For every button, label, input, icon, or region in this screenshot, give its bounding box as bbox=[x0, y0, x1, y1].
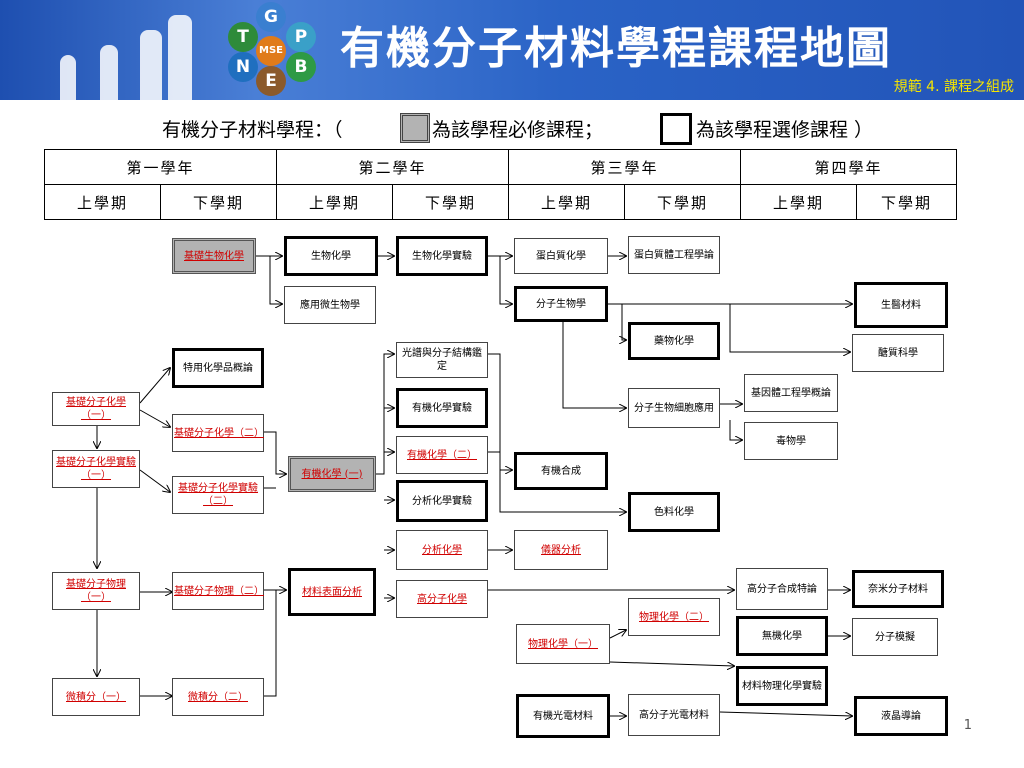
course-box: 蛋白質體工程學論 bbox=[628, 236, 720, 274]
course-box: 高分子光電材料 bbox=[628, 694, 720, 736]
program-logo: G T P MSE N B E bbox=[222, 2, 322, 98]
course-box: 微積分（一） bbox=[52, 678, 140, 716]
course-box: 基礎分子化學實驗（一） bbox=[52, 450, 140, 488]
course-box: 特用化學品概論 bbox=[172, 348, 264, 388]
course-box: 基礎生物化學 bbox=[172, 238, 256, 274]
course-box: 分子生物細胞應用 bbox=[628, 388, 720, 428]
legend-required-label: 為該學程必修課程； bbox=[432, 119, 604, 141]
people-silhouette-icon bbox=[60, 55, 76, 100]
course-box: 基礎分子物理（二） bbox=[172, 572, 264, 610]
page-number: 1 bbox=[963, 718, 972, 733]
page-subtitle: 規範 4. 課程之組成 bbox=[893, 79, 1014, 95]
course-box: 基礎分子化學實驗（二） bbox=[172, 476, 264, 514]
people-silhouette-icon bbox=[100, 45, 118, 100]
course-box: 有機化學（二） bbox=[396, 436, 488, 474]
course-box: 分子生物學 bbox=[514, 286, 608, 322]
year-header: 第四學年 bbox=[740, 149, 957, 185]
legend-elective-swatch bbox=[660, 113, 692, 145]
semester-row: 上學期 下學期 上學期 下學期 上學期 下學期 上學期 下學期 bbox=[44, 184, 957, 220]
logo-letter-p: P bbox=[286, 22, 316, 52]
course-box: 生物化學實驗 bbox=[396, 236, 488, 276]
semester-header: 上學期 bbox=[44, 184, 161, 220]
course-box: 應用微生物學 bbox=[284, 286, 376, 324]
year-header: 第一學年 bbox=[44, 149, 277, 185]
course-box: 有機光電材料 bbox=[516, 694, 610, 738]
year-header: 第三學年 bbox=[508, 149, 741, 185]
people-silhouette-icon bbox=[140, 30, 162, 100]
course-box: 物理化學（二） bbox=[628, 598, 720, 636]
course-box: 醣質科學 bbox=[852, 334, 944, 372]
course-box: 基礎分子物理（一） bbox=[52, 572, 140, 610]
people-silhouette-icon bbox=[168, 15, 192, 100]
semester-header: 下學期 bbox=[160, 184, 277, 220]
logo-letter-e: E bbox=[256, 66, 286, 96]
semester-header: 上學期 bbox=[508, 184, 625, 220]
semester-table: 第一學年 第二學年 第三學年 第四學年 上學期 下學期 上學期 下學期 上學期 … bbox=[44, 149, 957, 220]
course-box: 有機合成 bbox=[514, 452, 608, 490]
logo-letter-mse: MSE bbox=[256, 36, 286, 66]
course-box: 物理化學（一） bbox=[516, 624, 610, 664]
course-box: 基因體工程學概論 bbox=[744, 374, 838, 412]
year-header: 第二學年 bbox=[276, 149, 509, 185]
year-row: 第一學年 第二學年 第三學年 第四學年 bbox=[44, 149, 957, 185]
semester-header: 下學期 bbox=[392, 184, 509, 220]
logo-letter-n: N bbox=[228, 52, 258, 82]
course-box: 藥物化學 bbox=[628, 322, 720, 360]
course-box: 分析化學實驗 bbox=[396, 480, 488, 522]
legend-required-swatch bbox=[400, 113, 430, 143]
semester-header: 下學期 bbox=[856, 184, 957, 220]
course-box: 毒物學 bbox=[744, 422, 838, 460]
legend-elective-label: 為該學程選修課程 ） bbox=[696, 119, 874, 141]
logo-letter-b: B bbox=[286, 52, 316, 82]
course-box: 蛋白質化學 bbox=[514, 238, 608, 274]
course-box: 無機化學 bbox=[736, 616, 828, 656]
course-box: 材料物理化學實驗 bbox=[736, 666, 828, 706]
course-box: 分子模擬 bbox=[852, 618, 938, 656]
course-box: 微積分（二） bbox=[172, 678, 264, 716]
course-box: 儀器分析 bbox=[514, 530, 608, 570]
course-box: 生醫材料 bbox=[854, 282, 948, 328]
course-box: 光譜與分子結構鑑定 bbox=[396, 342, 488, 378]
course-box: 材料表面分析 bbox=[288, 568, 376, 616]
course-box: 高分子化學 bbox=[396, 580, 488, 618]
semester-header: 上學期 bbox=[740, 184, 857, 220]
course-box: 色料化學 bbox=[628, 492, 720, 532]
course-box: 有機化學實驗 bbox=[396, 388, 488, 428]
course-box: 基礎分子化學（二） bbox=[172, 414, 264, 452]
course-box: 基礎分子化學（一） bbox=[52, 392, 140, 426]
header-banner: G T P MSE N B E 有機分子材料學程課程地圖 規範 4. 課程之組成 bbox=[0, 0, 1024, 100]
logo-letter-t: T bbox=[228, 22, 258, 52]
course-box: 分析化學 bbox=[396, 530, 488, 570]
page-title: 有機分子材料學程課程地圖 bbox=[340, 23, 892, 74]
course-box: 高分子合成特論 bbox=[736, 568, 828, 610]
semester-header: 上學期 bbox=[276, 184, 393, 220]
legend-prefix: 有機分子材料學程：（ bbox=[162, 119, 343, 141]
course-box: 有機化學 (一) bbox=[288, 456, 376, 492]
course-box: 生物化學 bbox=[284, 236, 378, 276]
logo-letter-g: G bbox=[256, 2, 286, 32]
course-box: 奈米分子材料 bbox=[852, 570, 944, 608]
course-box: 液晶導論 bbox=[854, 696, 948, 736]
